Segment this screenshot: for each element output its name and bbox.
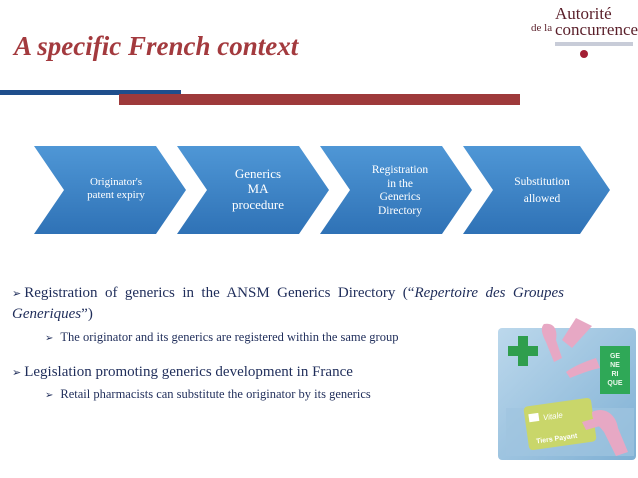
- title-band-red: [119, 94, 520, 105]
- arrow-bullet-icon: ➢: [12, 366, 22, 379]
- slide-title: A specific French context: [14, 31, 299, 61]
- autorite-concurrence-logo: Autorité de la concurrence: [531, 4, 638, 64]
- pharmacy-cross-icon: [508, 336, 538, 366]
- sub-bullet-same-group: ➢The originator and its generics are reg…: [45, 330, 399, 344]
- chevron-step-3: [320, 146, 472, 234]
- directory-name: Repertoire des Groupes Generiques: [12, 285, 564, 322]
- bullet-registration: ➢Registration of generics in the ANSM Ge…: [12, 285, 564, 322]
- arrow-bullet-icon: ➢: [45, 390, 54, 401]
- arrow-bullet-icon: ➢: [45, 333, 54, 344]
- bullet-content: ➢Registration of generics in the ANSM Ge…: [12, 283, 564, 405]
- svg-text:GE: GE: [610, 353, 620, 360]
- logo-underline-bar: [555, 42, 633, 46]
- svg-text:RI: RI: [612, 371, 619, 378]
- step-label-2: Generics MA procedure: [232, 166, 284, 212]
- title-band-blue: [0, 90, 181, 95]
- chevron-step-4: [463, 146, 610, 234]
- svg-text:Vitale: Vitale: [542, 411, 563, 423]
- chevron-step-1: [34, 146, 186, 234]
- step-label-3: Registration in the Generics Directory: [371, 164, 429, 217]
- upper-hand-icon: [541, 323, 562, 362]
- generics-illustration: GE NE RI QUE Vitale Tiers Payant: [496, 318, 638, 462]
- step-label-4: Substitution allowed: [514, 176, 570, 206]
- logo-word-autorite: Autorité: [555, 4, 612, 23]
- sub-bullet-substitution: ➢Retail pharmacists can substitute the o…: [45, 387, 371, 401]
- svg-text:QUE: QUE: [607, 380, 623, 387]
- bullet-legislation: ➢Legislation promoting generics developm…: [12, 364, 353, 380]
- logo-word-concurrence: concurrence: [555, 20, 638, 39]
- logo-word-prefix: de la: [531, 22, 553, 34]
- arrow-bullet-icon: ➢: [12, 287, 22, 300]
- vitale-card-icon: Vitale Tiers Payant: [523, 397, 597, 451]
- generic-box-icon: GE NE RI QUE: [600, 346, 630, 394]
- logo-dot-icon: [580, 50, 588, 58]
- step-label-1: Originator's patent expiry: [87, 176, 145, 201]
- process-flow: Originator's patent expiry Generics MA p…: [34, 146, 610, 234]
- svg-text:NE: NE: [610, 362, 620, 369]
- process-chevrons: [34, 146, 610, 234]
- chevron-step-2: [177, 146, 329, 234]
- lower-hand-icon: [592, 409, 628, 456]
